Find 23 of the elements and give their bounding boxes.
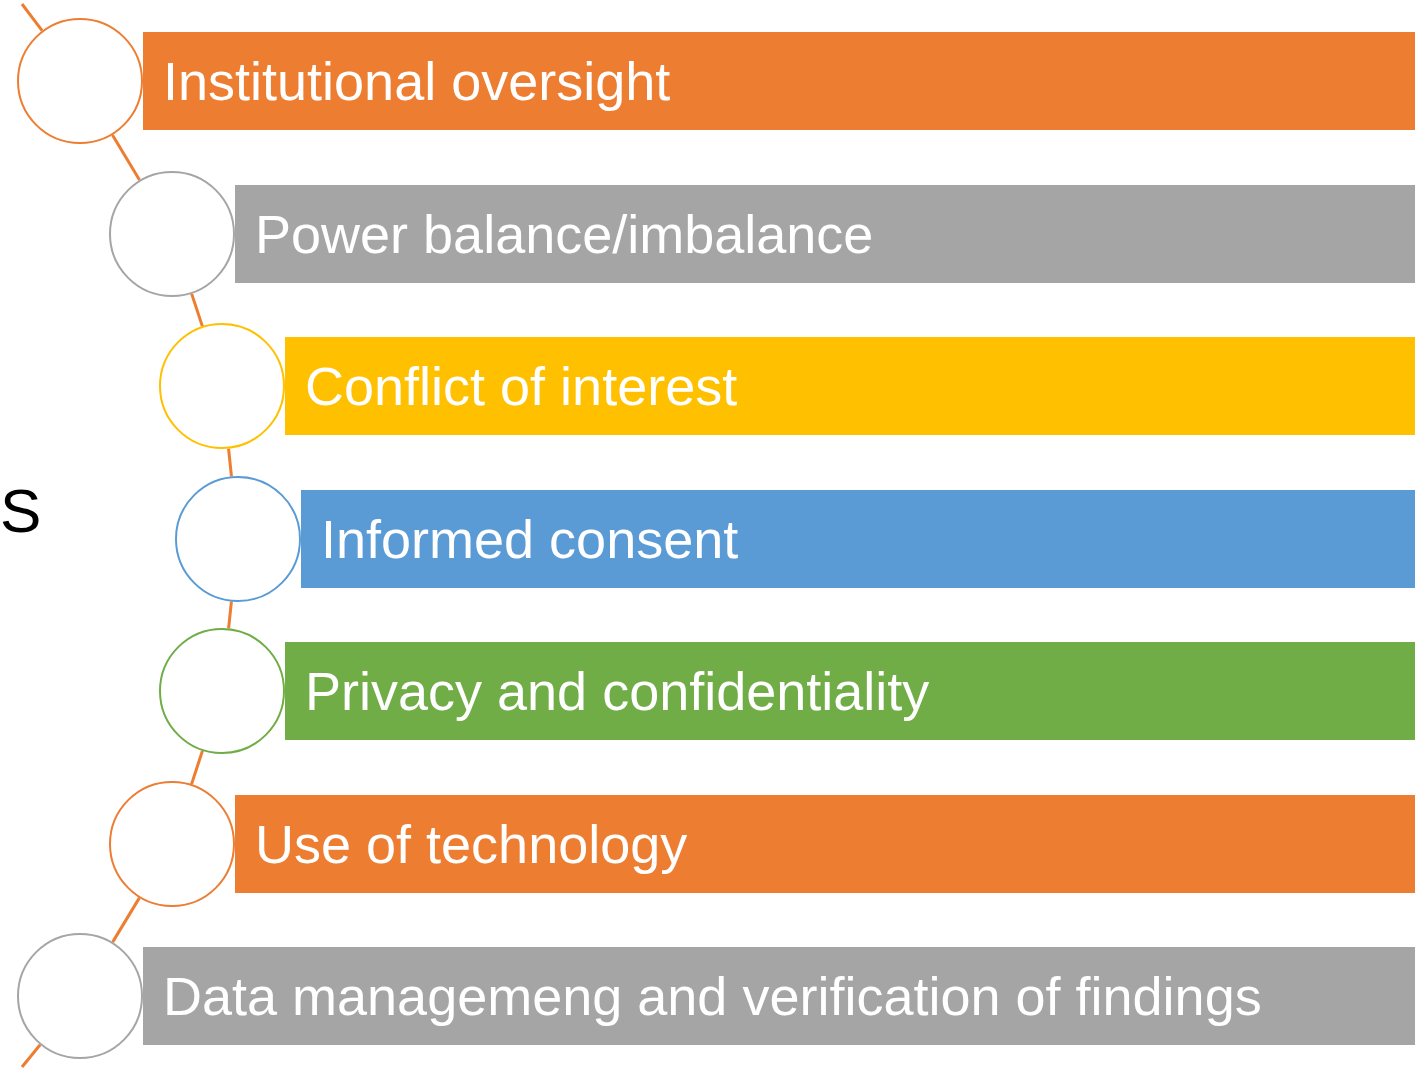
topic-bar (285, 642, 1415, 740)
topic-text: Conflict of interest (305, 355, 738, 417)
connector-line (190, 750, 204, 785)
topic-bar (143, 32, 1415, 130)
topic-text: Institutional oversight (163, 50, 671, 112)
topic-text: Power balance/imbalance (255, 203, 874, 265)
topic-bar (235, 795, 1415, 893)
topic-bar (143, 947, 1415, 1045)
connector-line (20, 1043, 42, 1068)
topic-bar (235, 185, 1415, 283)
connector-line (111, 134, 141, 181)
connector-line (227, 448, 233, 477)
topic-bar (285, 337, 1415, 435)
connector-line (111, 897, 141, 943)
connector-line (227, 601, 233, 629)
connector-line (190, 293, 204, 327)
topic-bar (301, 490, 1415, 588)
connector-line (20, 3, 44, 32)
topic-text: Privacy and confidentiality (305, 660, 930, 722)
topic-text: Use of technology (255, 813, 688, 875)
cropped-letter: S (0, 475, 42, 546)
topic-text: Informed consent (321, 508, 739, 570)
topic-text: Data managemeng and verification of findings (163, 965, 1262, 1027)
